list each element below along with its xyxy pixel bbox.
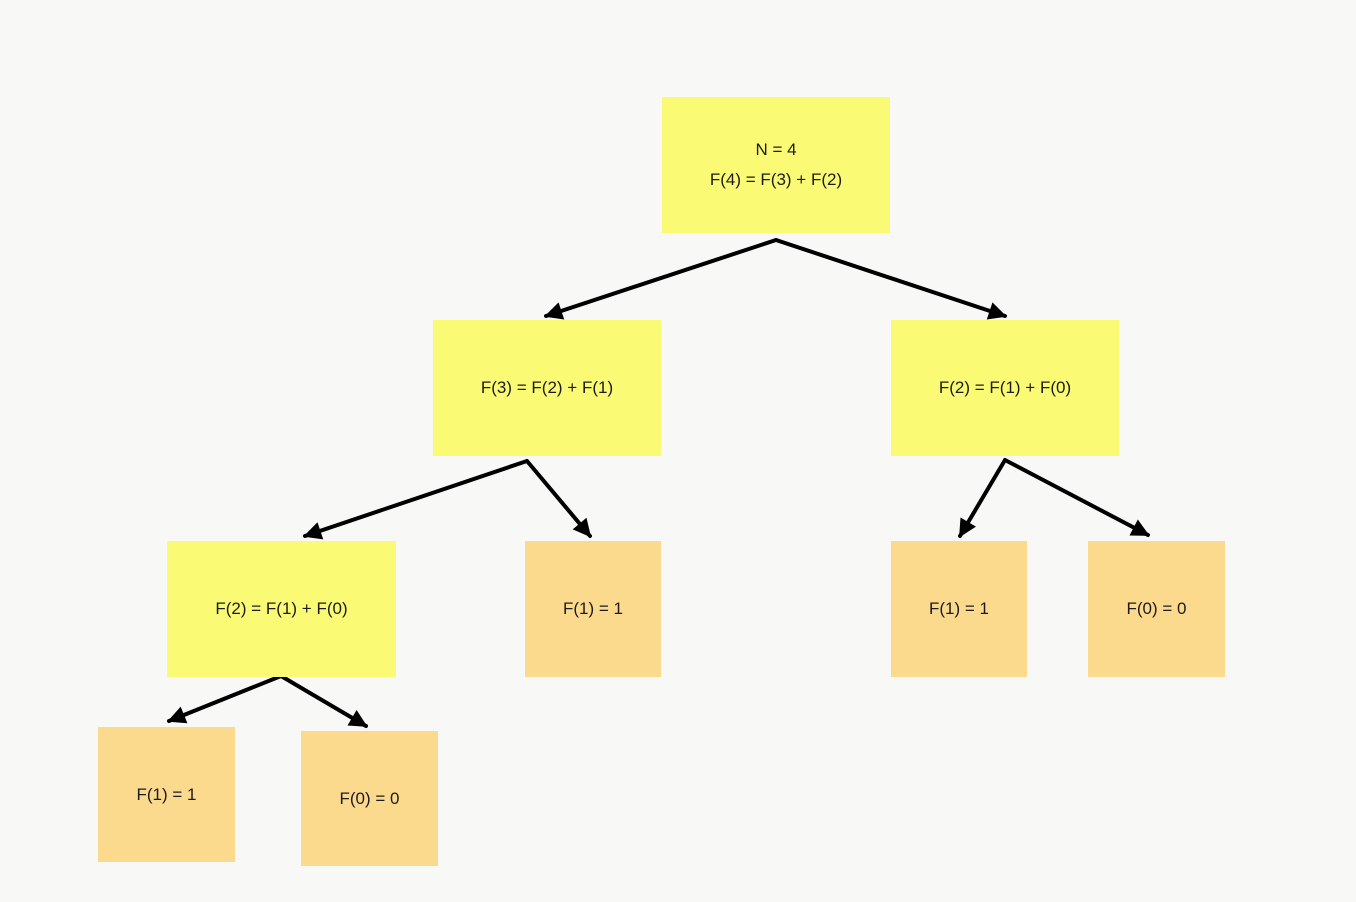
node-f1-middle-label: F(1) = 1 [563, 599, 623, 618]
node-f1-right-label: F(1) = 1 [929, 599, 989, 618]
node-f2-right: F(2) = F(1) + F(0) [891, 320, 1119, 456]
node-f2-left-label: F(2) = F(1) + F(0) [215, 599, 348, 618]
node-f0-right: F(0) = 0 [1088, 541, 1225, 677]
node-f2-left: F(2) = F(1) + F(0) [167, 541, 396, 677]
node-f3-label: F(3) = F(2) + F(1) [480, 378, 614, 397]
node-f1-bottom-label: F(1) = 1 [136, 784, 197, 804]
edge-f3-to-f1-middle [525, 459, 592, 538]
edge-f2-left-to-f0-bottom [279, 674, 368, 728]
node-f0-bottom-label: F(0) = 0 [339, 788, 400, 808]
edge-f2-left-to-f1-bottom [167, 674, 283, 724]
edge-f4-root-to-f2-right [774, 238, 1007, 320]
node-f1-right: F(1) = 1 [891, 541, 1027, 677]
node-f3: F(3) = F(2) + F(1) [433, 320, 661, 456]
node-f0-bottom: F(0) = 0 [301, 731, 438, 866]
node-f4-root-title: N = 4 [755, 140, 797, 159]
node-f4-root: N = 4 F(4) = F(3) + F(2) [662, 97, 890, 233]
edge-f2-right-to-f1-right [958, 458, 1007, 538]
node-f1-middle: F(1) = 1 [525, 541, 661, 677]
edge-f4-root-to-f3 [544, 238, 778, 320]
edge-f3-to-f2-left [303, 459, 529, 540]
node-f0-right-label: F(0) = 0 [1126, 599, 1187, 618]
edge-f2-right-to-f0-right [1003, 458, 1150, 537]
node-f4-root-label: F(4) = F(3) + F(2) [709, 170, 843, 189]
node-f1-bottom: F(1) = 1 [98, 727, 235, 862]
node-f2-right-label: F(2) = F(1) + F(0) [938, 378, 1072, 397]
